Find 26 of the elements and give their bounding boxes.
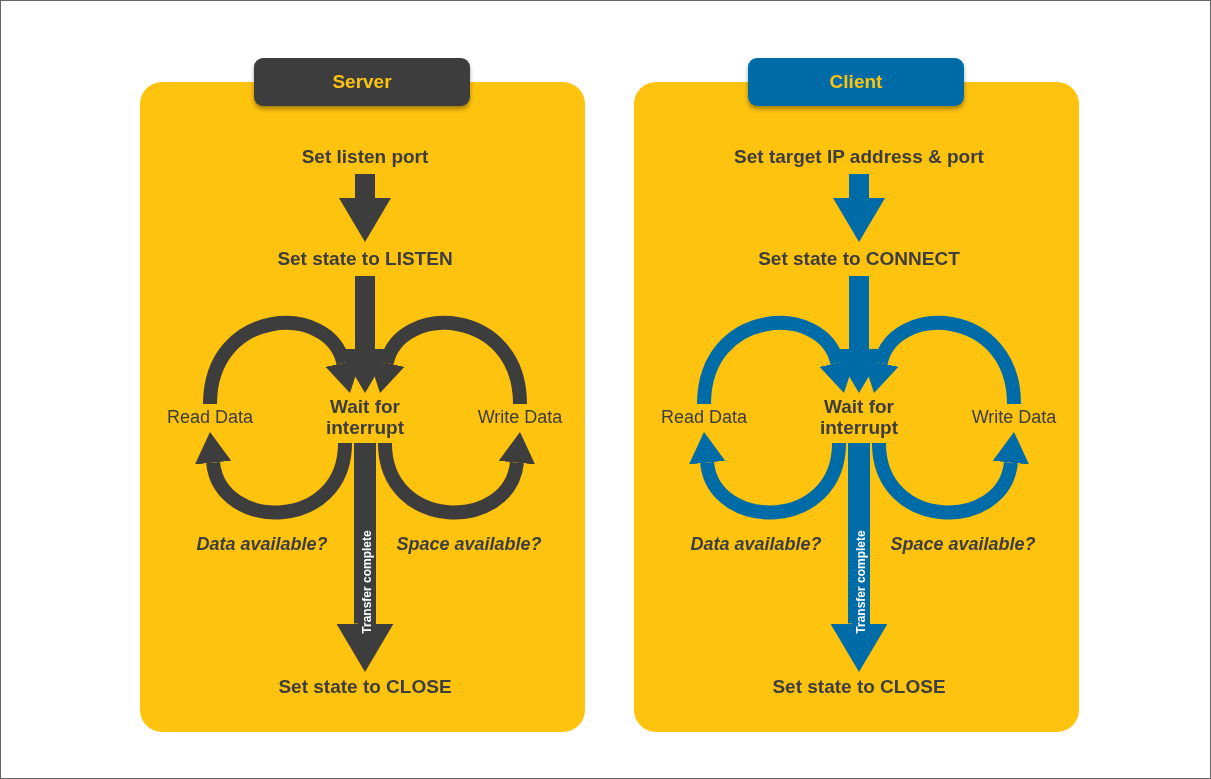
arrow — [195, 432, 352, 520]
arrow — [339, 174, 391, 242]
edge-label: Space available? — [889, 534, 1037, 555]
step-title: Wait for interrupt — [324, 397, 406, 439]
panel-heading: Server — [254, 58, 470, 106]
step-label: Read Data — [166, 408, 254, 428]
step-title: Set listen port — [301, 146, 429, 168]
arrow — [336, 443, 394, 672]
edge-label: Data available? — [689, 534, 823, 555]
arrow — [689, 432, 846, 520]
arrow — [830, 443, 888, 672]
step-label: Write Data — [477, 408, 563, 428]
step-label: Write Data — [971, 408, 1057, 428]
arrow — [378, 432, 535, 520]
step-label: Read Data — [660, 408, 748, 428]
arrow — [872, 432, 1029, 520]
edge-label: Space available? — [395, 534, 543, 555]
panel-heading: Client — [748, 58, 964, 106]
step-title: Set target IP address & port — [734, 146, 984, 168]
step-title: Set state to CONNECT — [758, 248, 960, 270]
step-title: Set state to CLOSE — [772, 676, 946, 698]
edge-label: Data available? — [195, 534, 329, 555]
step-title: Set state to CLOSE — [278, 676, 452, 698]
step-title: Set state to LISTEN — [277, 248, 453, 270]
step-title: Wait for interrupt — [818, 397, 900, 439]
arrow — [833, 174, 885, 242]
